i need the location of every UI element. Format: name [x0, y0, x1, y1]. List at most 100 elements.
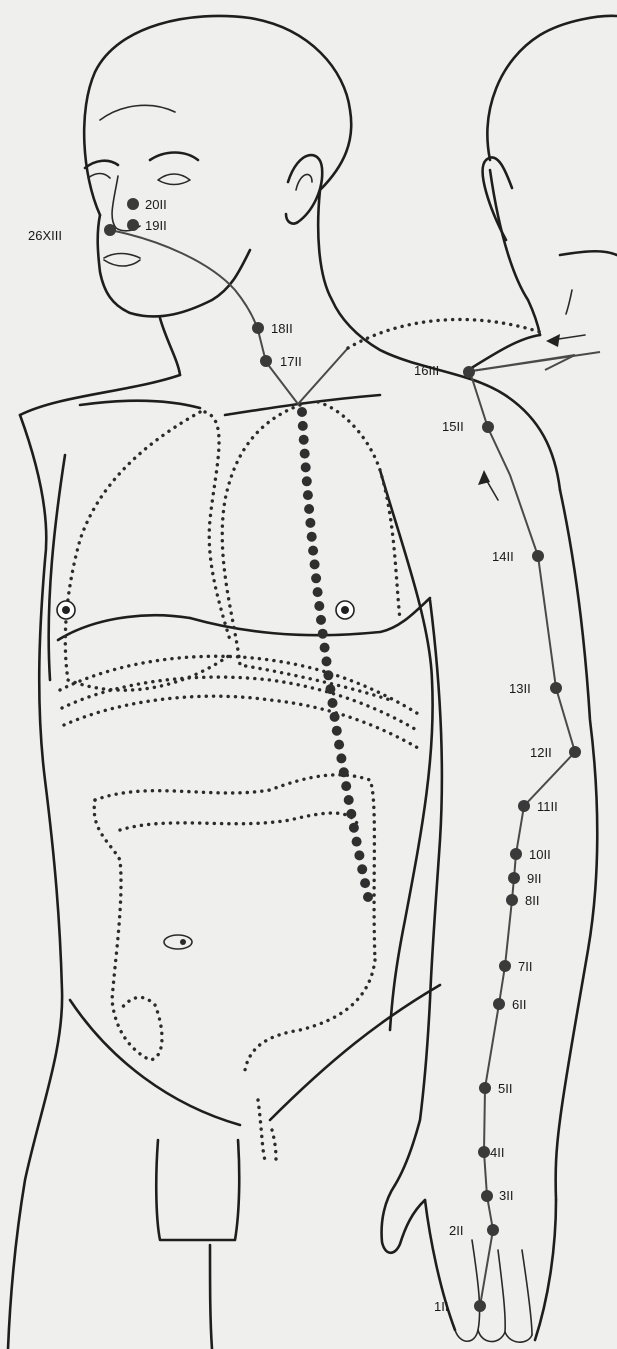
deep-pathway-dot: [314, 601, 324, 611]
point-16III-label: 16III: [414, 363, 439, 378]
deep-pathway-dot: [300, 449, 310, 459]
point-8II[interactable]: 8II: [506, 893, 539, 908]
point-8II-label: 8II: [525, 893, 539, 908]
deep-pathway-dot: [322, 656, 332, 666]
point-6II[interactable]: 6II: [493, 997, 526, 1012]
point-17II[interactable]: 17II: [260, 354, 302, 369]
nipples: [57, 601, 354, 619]
point-7II[interactable]: 7II: [499, 959, 532, 974]
deep-pathway-dot: [363, 892, 373, 902]
deep-pathway-dot: [352, 837, 362, 847]
deep-pathway-dot: [305, 518, 315, 528]
point-3II-label: 3II: [499, 1188, 513, 1203]
point-2II-label: 2II: [449, 1223, 463, 1238]
point-1II-label: 1II: [434, 1299, 448, 1314]
deep-pathway-dot: [318, 629, 328, 639]
deep-pathway-dot: [323, 670, 333, 680]
point-2II[interactable]: 2II: [449, 1223, 499, 1238]
point-15II-label: 15II: [442, 419, 464, 434]
deep-pathway-dot: [339, 767, 349, 777]
point-19II[interactable]: 19II: [127, 218, 167, 233]
deep-pathway-dot: [320, 643, 330, 653]
point-11II[interactable]: 11II: [518, 799, 558, 814]
point-26XIII-marker: [104, 224, 116, 236]
point-16III-marker: [463, 366, 475, 378]
point-9II-marker: [508, 872, 520, 884]
point-17II-label: 17II: [280, 354, 302, 369]
deep-pathway-dot: [308, 546, 318, 556]
deep-pathway-dot: [316, 615, 326, 625]
point-14II-label: 14II: [492, 549, 514, 564]
deep-pathway-dot: [349, 823, 359, 833]
deep-pathway-dot: [328, 698, 338, 708]
point-19II-marker: [127, 219, 139, 231]
deep-pathway-dot: [304, 504, 314, 514]
point-3II-marker: [481, 1190, 493, 1202]
point-26XIII[interactable]: 26XIII: [28, 224, 116, 243]
point-5II-marker: [479, 1082, 491, 1094]
point-12II[interactable]: 12II: [530, 745, 581, 760]
point-8II-marker: [506, 894, 518, 906]
deep-pathway-dot: [310, 559, 320, 569]
point-15II-marker: [482, 421, 494, 433]
point-1II[interactable]: 1II: [434, 1299, 486, 1314]
point-18II-marker: [252, 322, 264, 334]
deep-pathway-dot: [303, 490, 313, 500]
point-26XIII-label: 26XIII: [28, 228, 62, 243]
point-1II-marker: [474, 1300, 486, 1312]
point-20II-marker: [127, 198, 139, 210]
deep-pathway-dot: [344, 795, 354, 805]
point-11II-label: 11II: [537, 799, 558, 814]
point-17II-marker: [260, 355, 272, 367]
point-12II-marker: [569, 746, 581, 758]
deep-pathway-dot: [354, 850, 364, 860]
side-body-outline: [382, 16, 617, 1342]
point-14II[interactable]: 14II: [492, 549, 544, 564]
deep-pathway-dot: [311, 573, 321, 583]
deep-pathway-dot: [313, 587, 323, 597]
deep-pathway-dot: [336, 753, 346, 763]
deep-pathway-dot: [302, 476, 312, 486]
point-2II-marker: [487, 1224, 499, 1236]
point-5II[interactable]: 5II: [479, 1081, 512, 1096]
deep-pathway-dot: [357, 864, 367, 874]
point-13II[interactable]: 13II: [509, 681, 562, 696]
point-6II-marker: [493, 998, 505, 1010]
point-3II[interactable]: 3II: [481, 1188, 513, 1203]
point-4II-marker: [478, 1146, 490, 1158]
point-5II-label: 5II: [498, 1081, 512, 1096]
point-10II-marker: [510, 848, 522, 860]
point-11II-marker: [518, 800, 530, 812]
point-4II-label: 4II: [490, 1145, 504, 1160]
point-10II-label: 10II: [529, 847, 551, 862]
deep-pathway-dot: [297, 407, 307, 417]
deep-pathway-dot: [301, 462, 311, 472]
point-9II[interactable]: 9II: [508, 871, 541, 886]
point-14II-marker: [532, 550, 544, 562]
point-13II-label: 13II: [509, 681, 531, 696]
deep-pathway-dot: [307, 532, 317, 542]
point-18II[interactable]: 18II: [252, 321, 293, 336]
point-20II[interactable]: 20II: [127, 197, 167, 212]
point-9II-label: 9II: [527, 871, 541, 886]
point-10II[interactable]: 10II: [510, 847, 551, 862]
deep-pathway-dot: [299, 435, 309, 445]
deep-pathway-dot: [360, 878, 370, 888]
deep-pathway-dot: [325, 684, 335, 694]
point-4II[interactable]: 4II: [478, 1145, 504, 1160]
point-7II-marker: [499, 960, 511, 972]
organ-outlines: [60, 402, 420, 1160]
point-6II-label: 6II: [512, 997, 526, 1012]
deep-pathway-dot: [346, 809, 356, 819]
point-12II-label: 12II: [530, 745, 552, 760]
point-13II-marker: [550, 682, 562, 694]
deep-pathway-dot: [298, 421, 308, 431]
deep-pathway-dot: [330, 712, 340, 722]
deep-pathway-dots: [297, 407, 373, 902]
point-20II-label: 20II: [145, 197, 167, 212]
point-19II-label: 19II: [145, 218, 167, 233]
deep-pathway-dot: [341, 781, 351, 791]
deep-pathway-dot: [332, 726, 342, 736]
point-18II-label: 18II: [271, 321, 293, 336]
